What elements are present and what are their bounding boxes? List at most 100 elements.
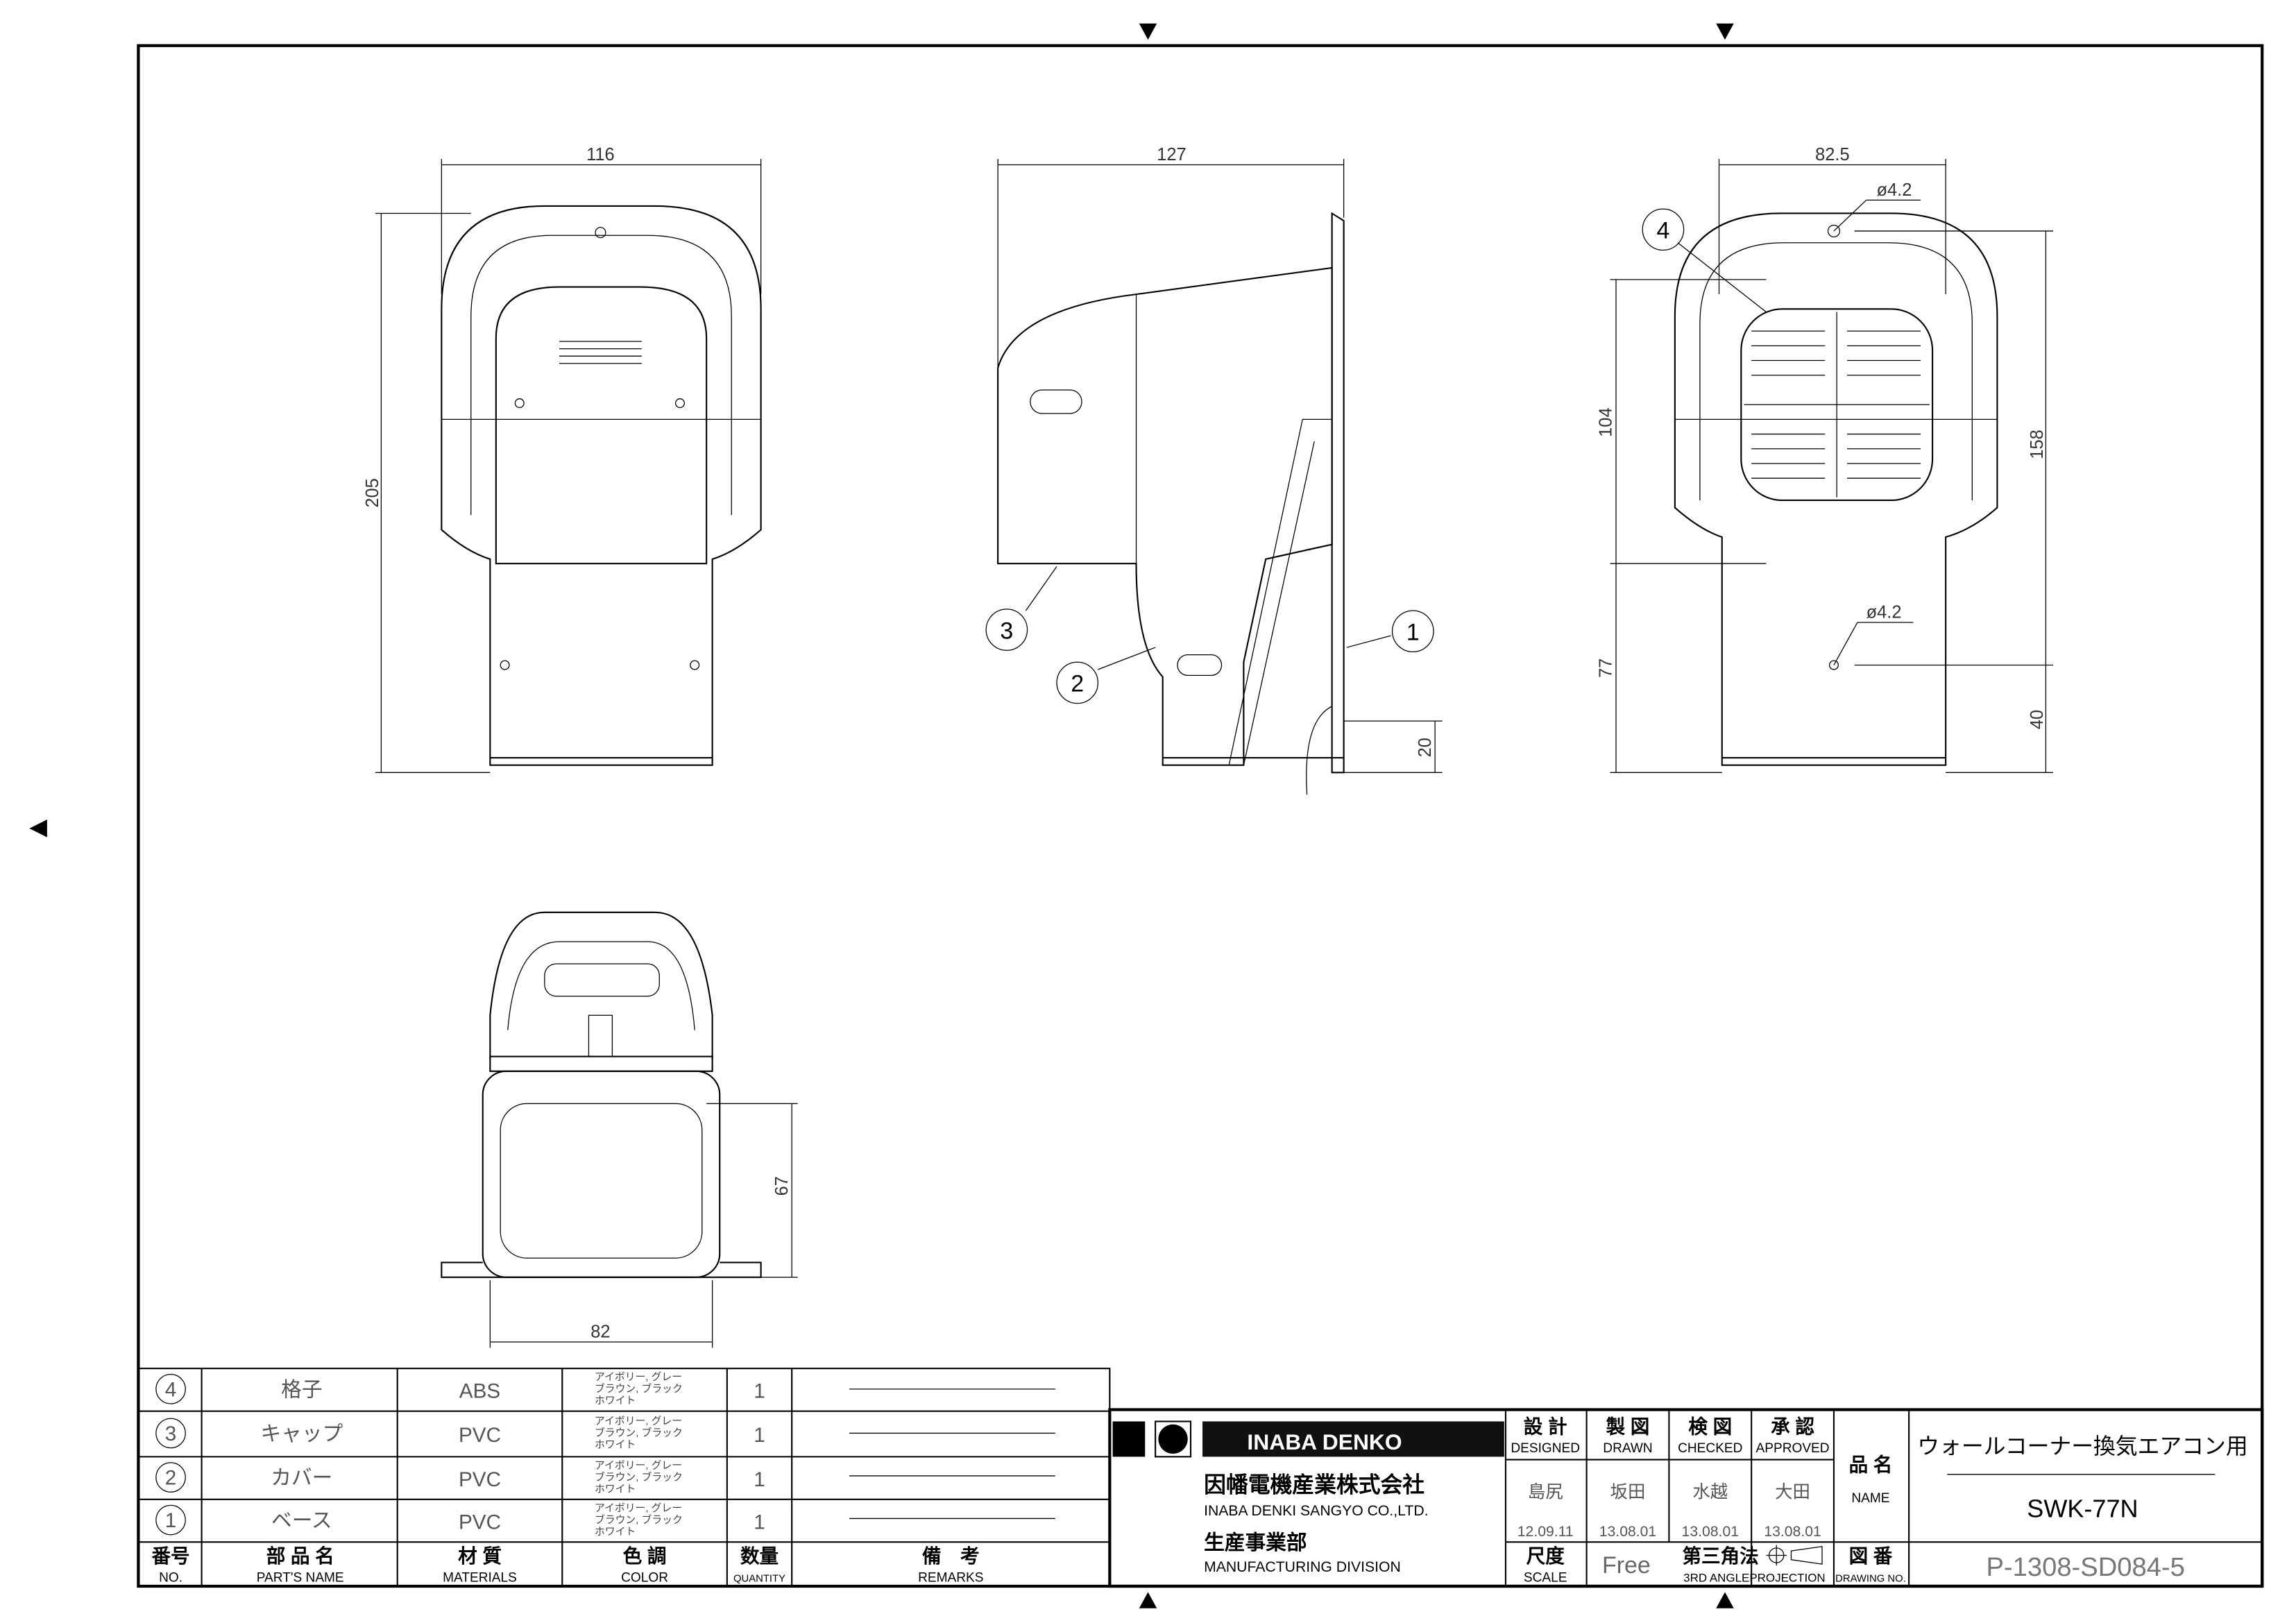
- projection-label: 第三角法: [1682, 1545, 1758, 1567]
- part-color: ホワイト: [595, 1527, 636, 1538]
- header-part-name: 部 品 名: [266, 1545, 334, 1567]
- part-material: PVC: [459, 1511, 501, 1533]
- role-approved: 承 認 APPROVED 大田 13.08.01: [1756, 1416, 1830, 1539]
- dim-hole-top: ø4.2: [1876, 180, 1912, 200]
- role-checked: 検 図 CHECKED 水越 13.08.01: [1678, 1416, 1742, 1539]
- scale-value: Free: [1602, 1552, 1651, 1579]
- bottom-view: 82 67: [441, 911, 798, 1348]
- dim-front-height: 205: [363, 478, 382, 507]
- part-no: 2: [165, 1467, 177, 1490]
- role-label: 製 図: [1606, 1416, 1650, 1437]
- part-color: ホワイト: [595, 1395, 636, 1407]
- part-color: ブラウン, ブラック: [595, 1427, 683, 1439]
- part-color: アイボリー, グレー: [595, 1371, 682, 1383]
- part-name: ベース: [271, 1509, 332, 1532]
- role-designed: 設 計 DESIGNED 島尻 12.09.11: [1511, 1416, 1580, 1539]
- part-color: ブラウン, ブラック: [595, 1513, 683, 1526]
- part-color: ブラウン, ブラック: [595, 1382, 683, 1395]
- role-label-en: APPROVED: [1756, 1441, 1830, 1456]
- product-code: SWK-77N: [2027, 1494, 2138, 1522]
- header-no: 番号: [151, 1545, 189, 1567]
- dim-side-flange: 20: [1415, 738, 1435, 757]
- parts-row-1: 1 ベース PVC アイボリー, グレー ブラウン, ブラック ホワイト 1: [155, 1502, 1055, 1538]
- company-name-jp: 因幡電機産業株式会社: [1204, 1472, 1425, 1497]
- front-view: 116 205: [363, 145, 762, 773]
- part-material: PVC: [459, 1468, 501, 1491]
- part-no: 3: [165, 1422, 177, 1445]
- part-material: ABS: [459, 1380, 500, 1403]
- part-color: アイボリー, グレー: [595, 1416, 682, 1427]
- scale-label-en: SCALE: [1524, 1571, 1567, 1586]
- title-block: INABA DENKO 因幡電機産業株式会社 INABA DENKI SANGY…: [1108, 1408, 2264, 1588]
- part-color: アイボリー, グレー: [595, 1502, 682, 1514]
- part-name: カバー: [271, 1467, 332, 1490]
- header-color: 色 調: [623, 1545, 667, 1567]
- role-date: 12.09.11: [1517, 1524, 1574, 1540]
- part-name: キャップ: [260, 1422, 343, 1445]
- part-quantity: 1: [754, 1468, 765, 1491]
- company-name-en: INABA DENKI SANGYO CO.,LTD.: [1204, 1503, 1428, 1519]
- role-person: 島尻: [1528, 1483, 1563, 1502]
- part-material: PVC: [459, 1424, 501, 1447]
- drawing-number: P-1308-SD084-5: [1986, 1552, 2184, 1582]
- part-no: 4: [165, 1378, 177, 1401]
- role-date: 13.08.01: [1599, 1524, 1656, 1540]
- dim-back-158: 158: [2027, 430, 2047, 459]
- part-no: 1: [165, 1509, 177, 1532]
- parts-table: 4 格子 ABS アイボリー, グレー ブラウン, ブラック ホワイト 1 3 …: [137, 1368, 1111, 1588]
- dim-bottom-width: 82: [590, 1323, 610, 1342]
- division-en: MANUFACTURING DIVISION: [1204, 1559, 1401, 1575]
- dim-back-width: 82.5: [1815, 145, 1850, 164]
- drawing-no-label: 図 番: [1849, 1545, 1893, 1567]
- product-name: ウォールコーナー換気エアコン用: [1917, 1434, 2247, 1459]
- header-remarks-en: REMARKS: [918, 1571, 983, 1586]
- back-view: 82.5 ø4.2 ø4.2 104 77 158 40 4: [1597, 145, 2054, 773]
- name-label: 品 名: [1849, 1454, 1893, 1476]
- header-no-en: NO.: [159, 1571, 182, 1586]
- drawing-no-label-en: DRAWING NO.: [1835, 1574, 1906, 1585]
- part-quantity: 1: [754, 1380, 765, 1403]
- part-quantity: 1: [754, 1424, 765, 1447]
- dim-front-width: 116: [586, 145, 615, 164]
- dim-back-40: 40: [2027, 710, 2047, 729]
- parts-row-4: 4 格子 ABS アイボリー, グレー ブラウン, ブラック ホワイト 1: [155, 1371, 1055, 1407]
- role-person: 大田: [1775, 1483, 1810, 1502]
- drawing-frame: [137, 44, 2264, 1588]
- logo-text: INABA DENKO: [1247, 1429, 1402, 1454]
- role-person: 坂田: [1610, 1483, 1646, 1502]
- part-color: ホワイト: [595, 1484, 636, 1495]
- header-materials-en: MATERIALS: [443, 1571, 517, 1586]
- dim-bottom-height: 67: [772, 1176, 792, 1196]
- role-label-en: DRAWN: [1603, 1441, 1652, 1456]
- role-date: 13.08.01: [1682, 1524, 1739, 1540]
- dim-back-104: 104: [1597, 407, 1616, 436]
- dim-hole-bottom: ø4.2: [1866, 603, 1902, 622]
- parts-row-2: 2 カバー PVC アイボリー, グレー ブラウン, ブラック ホワイト 1: [155, 1459, 1055, 1495]
- role-drawn: 製 図 DRAWN 坂田 13.08.01: [1599, 1416, 1656, 1539]
- role-label: 承 認: [1771, 1416, 1814, 1437]
- projection-label-en: 3RD ANGLEPROJECTION: [1683, 1572, 1825, 1585]
- balloon-4: 4: [1656, 218, 1669, 244]
- header-remarks: 備 考: [922, 1545, 980, 1567]
- third-angle-projection-icon: [1766, 1545, 1823, 1566]
- parts-table-header: 番号 NO. 部 品 名 PART'S NAME 材 質 MATERIALS 色…: [151, 1545, 983, 1586]
- role-label-en: DESIGNED: [1511, 1441, 1580, 1456]
- header-quantity: 数量: [740, 1545, 779, 1567]
- role-label: 検 図: [1688, 1416, 1732, 1437]
- side-view: 127 20 3 2 1: [985, 145, 1443, 795]
- role-label: 設 計: [1524, 1416, 1567, 1437]
- name-label-en: NAME: [1851, 1491, 1889, 1506]
- header-quantity-en: QUANTITY: [733, 1574, 785, 1585]
- division-jp: 生産事業部: [1204, 1531, 1307, 1554]
- centering-marks: [29, 23, 1734, 1608]
- scale-label: 尺度: [1527, 1545, 1565, 1567]
- header-color-en: COLOR: [621, 1571, 668, 1586]
- part-name: 格子: [281, 1378, 322, 1401]
- balloon-2: 2: [1071, 671, 1084, 697]
- balloon-1: 1: [1406, 619, 1420, 645]
- role-person: 水越: [1692, 1483, 1728, 1502]
- dim-back-77: 77: [1597, 658, 1616, 678]
- part-color: ホワイト: [595, 1440, 636, 1451]
- part-color: アイボリー, グレー: [595, 1459, 682, 1471]
